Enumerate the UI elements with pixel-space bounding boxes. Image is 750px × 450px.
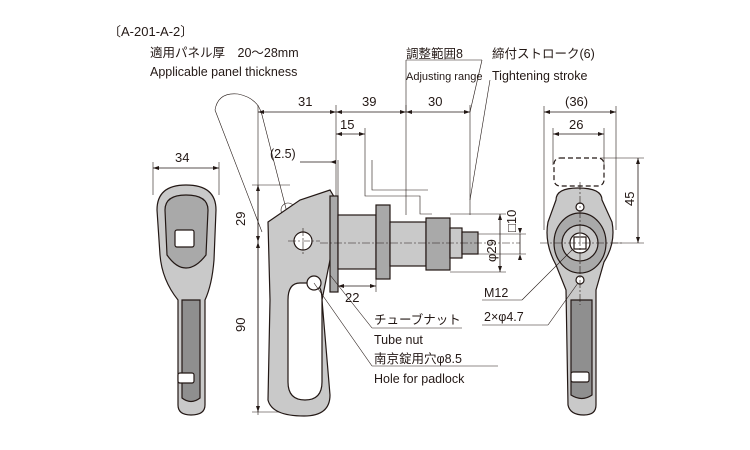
dim-2-5: (2.5) (270, 147, 296, 161)
padlock-hole-en: Hole for padlock (374, 372, 465, 386)
dim-22: 22 (345, 290, 359, 305)
dim-45: 45 (622, 192, 637, 206)
thread-label: M12 (484, 286, 508, 300)
dim-sq10: □10 (504, 210, 519, 232)
panel-thickness-jp: 適用パネル厚 20～28mm (150, 45, 299, 60)
side-view: 31 39 30 15 (2.5) 29 90 (214, 59, 526, 417)
tube-nut-jp: チューブナット (374, 312, 461, 327)
adjusting-range-en: Adjusting range (406, 71, 482, 83)
dim-15: 15 (340, 117, 354, 132)
rear-view: (36) 26 45 (482, 94, 644, 416)
adjusting-range-jp: 調整範囲8 (406, 46, 463, 61)
padlock-hole-jp: 南京錠用穴φ8.5 (374, 351, 462, 366)
dim-dia29: φ29 (484, 239, 499, 262)
dim-39: 39 (362, 94, 376, 109)
dim-31: 31 (298, 94, 312, 109)
mount-holes-label: 2×φ4.7 (484, 310, 524, 324)
dim-30: 30 (428, 94, 442, 109)
panel-thickness-en: Applicable panel thickness (150, 65, 297, 79)
tightening-stroke-jp: 締付ストローク(6) (492, 46, 595, 61)
dim-29: 29 (233, 212, 248, 226)
dim-26: 26 (569, 117, 583, 132)
tube-nut-en: Tube nut (374, 333, 423, 347)
dim-left-width: 34 (175, 150, 189, 165)
tightening-stroke-en: Tightening stroke (492, 69, 587, 83)
dim-36: (36) (565, 94, 588, 109)
dim-90: 90 (233, 318, 248, 332)
model-code: 〔A-201-A-2〕 (108, 24, 193, 39)
front-view: 34 (152, 150, 220, 416)
